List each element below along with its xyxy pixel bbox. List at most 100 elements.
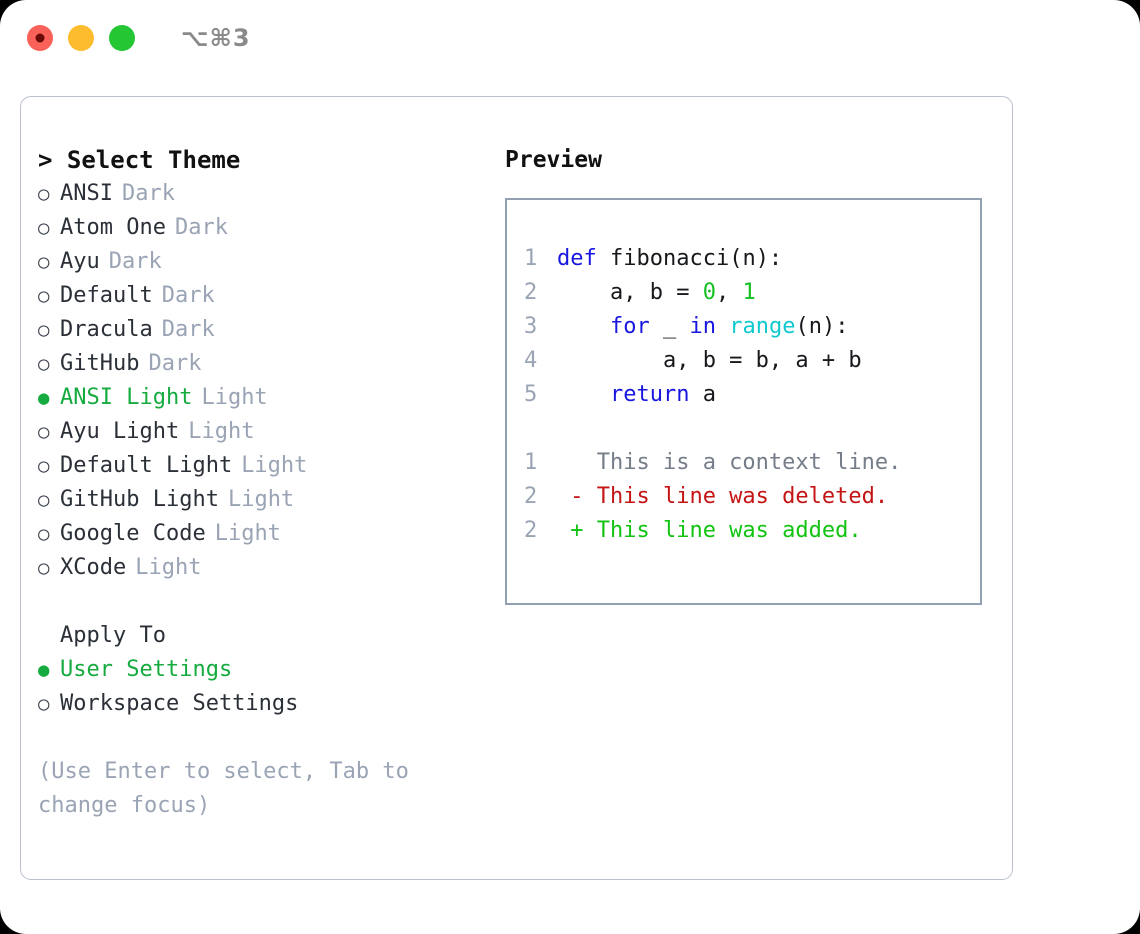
diff-line: 1 This is a context line. [524,446,980,480]
code-line: 4 a, b = b, a + b [524,344,980,378]
preview-title: Preview [505,147,602,173]
radio-unselected-icon: ○ [38,489,50,511]
radio-unselected-icon: ○ [38,421,50,443]
theme-kind-label: Dark [161,317,215,342]
select-theme-header: > Select Theme [38,146,241,174]
theme-option-5[interactable]: ○ GitHub Dark [38,347,486,381]
apply-to-option-label: Workspace Settings [60,691,299,716]
theme-option-label: Default Light [60,453,233,478]
token-kw: for [609,314,650,339]
theme-option-8[interactable]: ○ Default Light Light [38,449,486,483]
line-number: 3 [524,314,538,339]
theme-option-label: XCode [60,555,127,580]
theme-kind-label: Light [135,555,202,580]
token-ctx: This is a context line. [557,450,902,475]
section-spacer [38,585,486,619]
code-diff-spacer [524,412,980,446]
theme-kind-label: Dark [148,351,202,376]
token-pln: a, b = b, a + b [557,348,862,373]
theme-option-label: Google Code [60,521,206,546]
apply-to-option-0[interactable]: ●User Settings [38,653,486,687]
theme-option-11[interactable]: ○ XCode Light [38,551,486,585]
line-number: 2 [524,518,538,543]
line-number: 2 [524,280,538,305]
token-add: + This line was added. [557,518,862,543]
token-kw: return [609,382,690,407]
radio-selected-icon: ● [38,387,50,409]
theme-option-label: GitHub [60,351,140,376]
theme-option-label: Dracula [60,317,153,342]
line-number: 5 [524,382,538,407]
theme-kind-label: Light [201,385,268,410]
code-text: a, b = 0, 1 [557,276,756,310]
theme-kind-label: Light [241,453,308,478]
theme-kind-label: Light [227,487,295,512]
theme-kind-label: Dark [108,249,162,274]
line-number: 2 [524,484,538,509]
theme-option-9[interactable]: ○ GitHub Light Light [38,483,486,517]
code-text: This is a context line. [557,446,902,480]
theme-kind-label: Light [188,419,255,444]
code-line: 1 def fibonacci(n): [524,242,980,276]
code-text: return a [557,378,716,412]
radio-unselected-icon: ○ [38,285,50,307]
radio-unselected-icon: ○ [38,523,50,545]
token-pln: fibonacci(n): [596,246,783,271]
line-number: 1 [524,450,538,475]
code-text: - This line was deleted. [557,480,888,514]
radio-selected-icon: ● [38,659,50,681]
theme-option-10[interactable]: ○ Google Code Light [38,517,486,551]
minimize-button[interactable] [68,25,94,51]
code-text: a, b = b, a + b [557,344,862,378]
code-text: + This line was added. [557,514,862,548]
radio-unselected-icon: ○ [38,455,50,477]
diff-line: 2 + This line was added. [524,514,980,548]
token-pln [716,314,729,339]
token-kw: in [689,314,716,339]
line-number: 1 [524,246,538,271]
apply-to-option-1[interactable]: ○Workspace Settings [38,687,486,721]
maximize-button[interactable] [109,25,135,51]
radio-unselected-icon: ○ [38,217,50,239]
theme-option-4[interactable]: ○ Dracula Dark [38,313,486,347]
token-del: - This line was deleted. [557,484,889,509]
radio-unselected-icon: ○ [38,251,50,273]
apply-to-header: Apply To [60,623,166,648]
theme-option-label: GitHub Light [60,487,219,512]
radio-unselected-icon: ○ [38,557,50,579]
theme-option-label: Default [60,283,153,308]
token-kw: def [557,246,597,271]
token-pln: a [689,382,716,407]
theme-kind-label: Dark [161,283,215,308]
code-text: def fibonacci(n): [557,242,782,276]
theme-kind-label: Light [214,521,281,546]
radio-unselected-icon: ○ [38,319,50,341]
code-line: 2 a, b = 0, 1 [524,276,980,310]
apply-to-list[interactable]: ●User Settings○Workspace Settings [38,653,486,721]
code-text: for _ in range(n): [557,310,848,344]
token-pln: _ [649,314,690,339]
theme-option-label: ANSI Light [60,385,193,410]
radio-unselected-icon: ○ [38,353,50,375]
close-button[interactable] [27,25,53,51]
theme-option-3[interactable]: ○ Default Dark [38,279,486,313]
radio-unselected-icon: ○ [38,183,50,205]
theme-option-6[interactable]: ● ANSI Light Light [38,381,486,415]
diff-sample: 1 This is a context line. 2 - This line w… [524,446,980,548]
keyboard-hint-text: (Use Enter to select, Tab to change focu… [38,759,409,818]
code-line: 3 for _ in range(n): [524,310,980,344]
title-bar: ⌥⌘3 [0,0,1140,76]
theme-kind-label: Dark [174,215,228,240]
token-pln: (n): [795,314,849,339]
